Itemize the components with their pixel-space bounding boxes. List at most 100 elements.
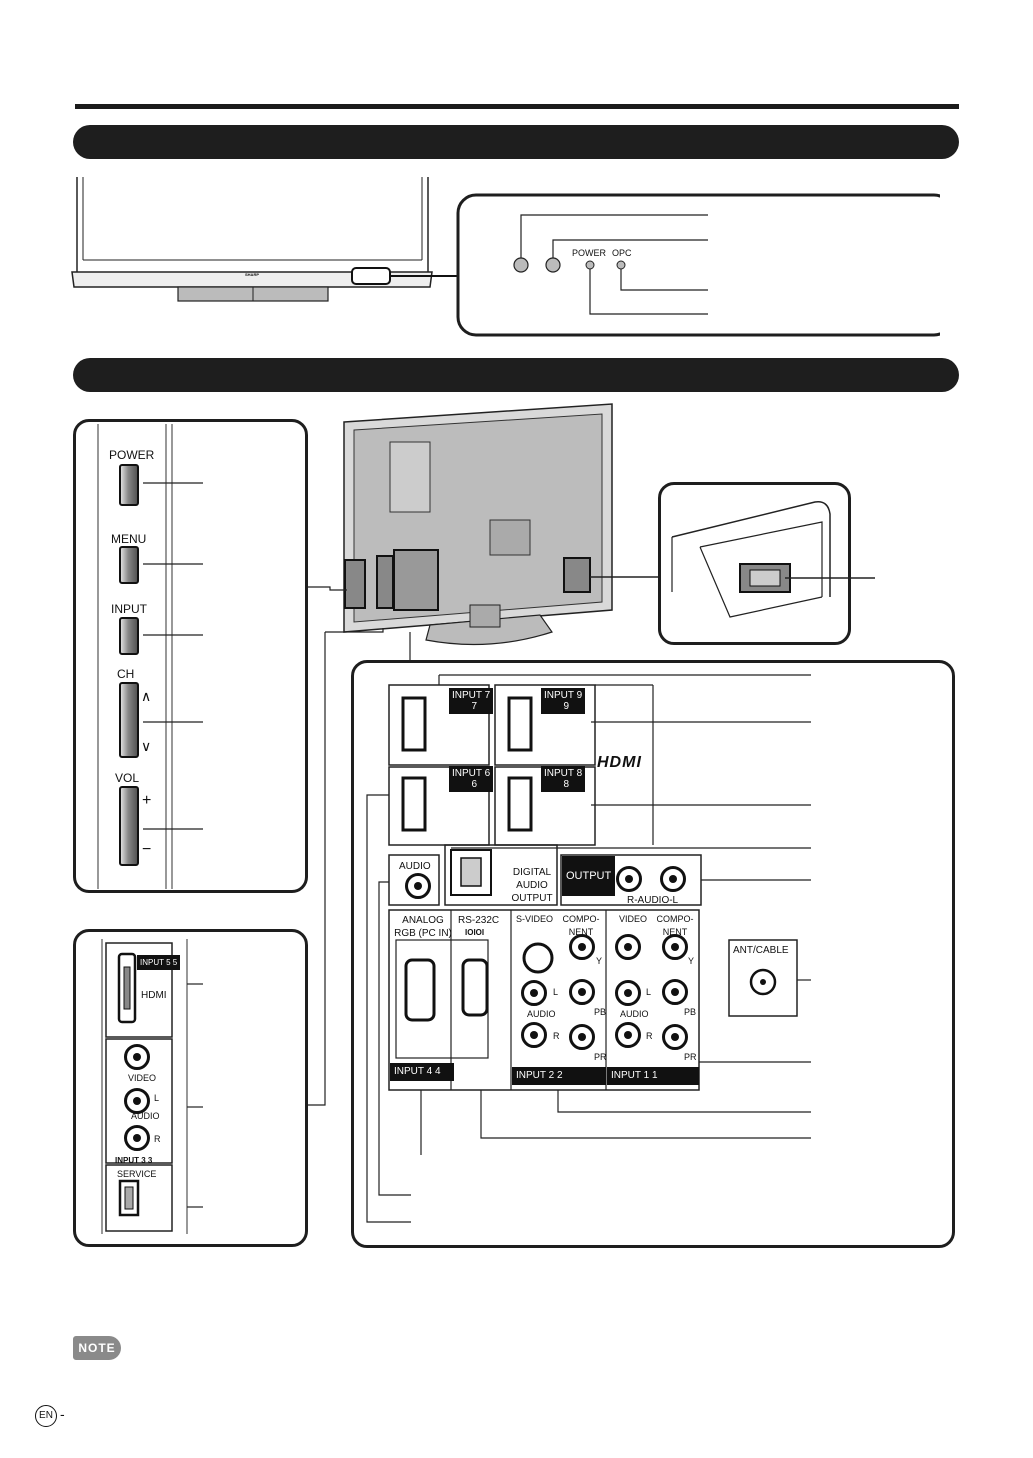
input1-audio-label: AUDIO xyxy=(620,1009,649,1019)
input5-number: 5 xyxy=(172,958,178,967)
input2-audio-label: AUDIO xyxy=(527,1009,556,1019)
input2-audio-l-jack[interactable] xyxy=(521,980,547,1006)
channel-rocker-button[interactable] xyxy=(119,682,139,758)
service-label: SERVICE xyxy=(117,1169,157,1179)
video1-label: VIDEO xyxy=(619,914,648,924)
rs232c-label: RS-232C xyxy=(458,915,500,926)
side-audio-label: AUDIO xyxy=(131,1111,160,1121)
component2-pb-label: PB xyxy=(594,1007,607,1017)
input5-tag: INPUT 5 5 xyxy=(137,955,181,970)
component1-pr-jack[interactable] xyxy=(662,1024,688,1050)
input-button-label: INPUT xyxy=(111,602,147,616)
input9-number: 9 xyxy=(563,701,570,712)
side-terminals-panel xyxy=(73,929,308,1247)
note-badge: NOTE xyxy=(73,1336,121,1360)
video1-jack[interactable] xyxy=(615,934,641,960)
top-rule xyxy=(75,104,959,109)
input7-tag: INPUT 7 7 xyxy=(449,688,494,714)
hdmi-logo: HDMI xyxy=(597,754,642,771)
input6-tag: INPUT 6 6 xyxy=(449,766,494,792)
component2-pb-jack[interactable] xyxy=(569,979,595,1005)
volume-up-icon: + xyxy=(142,792,152,809)
component1-pb-label: PB xyxy=(684,1007,697,1017)
input8-label: INPUT 8 xyxy=(544,768,583,779)
rs232c-symbol: IOIOI xyxy=(465,928,485,937)
input6-number: 6 xyxy=(471,779,478,790)
menu-button[interactable] xyxy=(119,546,139,584)
rear-audio-jack[interactable] xyxy=(405,873,431,899)
output-audio-l-jack[interactable] xyxy=(660,866,686,892)
input8-number: 8 xyxy=(563,779,570,790)
output-tag: OUTPUT xyxy=(562,856,616,896)
component1-pr-label: PR xyxy=(684,1052,697,1062)
input2-audio-l-label: L xyxy=(553,987,559,997)
side-video-label: VIDEO xyxy=(128,1073,157,1083)
input3-number: 3 xyxy=(147,1156,153,1165)
output-audio-r-jack[interactable] xyxy=(616,866,642,892)
front-tv-diagram xyxy=(71,177,940,337)
power-button-label: POWER xyxy=(109,448,155,462)
side-video-jack[interactable] xyxy=(124,1044,150,1070)
section-bar-front xyxy=(73,125,959,159)
input2-label: INPUT 2 xyxy=(516,1070,555,1081)
input7-label: INPUT 7 xyxy=(452,690,491,701)
section-bar-rear xyxy=(73,358,959,392)
component1-label: COMPO-NENT xyxy=(656,914,694,937)
side-audio-r-label: R xyxy=(154,1134,161,1144)
vol-button-label: VOL xyxy=(115,771,140,785)
input2-audio-r-jack[interactable] xyxy=(521,1022,547,1048)
rear-terminals-lines xyxy=(366,674,811,1223)
input9-label: INPUT 9 xyxy=(544,690,583,701)
input9-tag: INPUT 9 9 xyxy=(541,688,586,714)
input1-audio-l-jack[interactable] xyxy=(615,980,641,1006)
input1-number: 1 xyxy=(651,1070,658,1081)
rear-audio-label: AUDIO xyxy=(399,861,431,872)
ant-cable-label: ANT/CABLE xyxy=(733,945,789,956)
input5-label: INPUT 5 xyxy=(140,958,171,967)
component2-pr-label: PR xyxy=(594,1052,607,1062)
component1-pb-jack[interactable] xyxy=(662,979,688,1005)
power-indicator-label: POWER xyxy=(572,248,607,258)
input6-label: INPUT 6 xyxy=(452,768,491,779)
input2-tag: INPUT 2 2 xyxy=(512,1067,606,1085)
side-terminals-lines xyxy=(101,939,203,1234)
ch-button-label: CH xyxy=(117,667,135,681)
side-buttons-lines xyxy=(97,424,203,889)
power-inlet-diagram xyxy=(590,501,875,618)
menu-button-label: MENU xyxy=(111,532,147,546)
digital-audio-output-label: DIGITAL AUDIO OUTPUT xyxy=(511,867,553,904)
component2-label: COMPO-NENT xyxy=(562,914,600,937)
side-audio-r-jack[interactable] xyxy=(124,1125,150,1151)
input1-audio-l-label: L xyxy=(646,987,652,997)
input-button[interactable] xyxy=(119,617,139,655)
input2-number: 2 xyxy=(556,1070,563,1081)
input4-label: INPUT 4 xyxy=(394,1066,433,1077)
input1-audio-r-label: R xyxy=(646,1031,653,1041)
side-audio-l-jack[interactable] xyxy=(124,1088,150,1114)
input8-tag: INPUT 8 8 xyxy=(541,766,586,792)
input4-tag: INPUT 4 4 xyxy=(390,1063,454,1081)
power-button[interactable] xyxy=(119,464,139,506)
analog-rgb-label: ANALOG RGB (PC IN) xyxy=(394,915,452,939)
side-hdmi-label: HDMI xyxy=(141,990,167,1001)
input4-number: 4 xyxy=(434,1066,441,1077)
volume-rocker-button[interactable] xyxy=(119,786,139,866)
component2-y-jack[interactable] xyxy=(569,934,595,960)
component1-y-jack[interactable] xyxy=(662,934,688,960)
component1-y-label: Y xyxy=(688,956,695,966)
volume-down-icon: − xyxy=(142,841,152,858)
input3-label: INPUT 3 xyxy=(115,1156,146,1165)
language-badge: EN xyxy=(35,1405,57,1427)
input1-audio-r-jack[interactable] xyxy=(615,1022,641,1048)
side-audio-l-label: L xyxy=(154,1093,160,1103)
rear-tv-diagram xyxy=(343,403,613,646)
s-video-label: S-VIDEO xyxy=(516,914,554,924)
input1-label: INPUT 1 xyxy=(611,1070,650,1081)
input7-number: 7 xyxy=(471,701,478,712)
panel-connector-lines xyxy=(308,586,411,1106)
channel-down-icon: ∨ xyxy=(141,738,152,754)
input2-audio-r-label: R xyxy=(553,1031,560,1041)
component2-pr-jack[interactable] xyxy=(569,1024,595,1050)
channel-up-icon: ∧ xyxy=(141,688,152,704)
input1-tag: INPUT 1 1 xyxy=(607,1067,699,1085)
